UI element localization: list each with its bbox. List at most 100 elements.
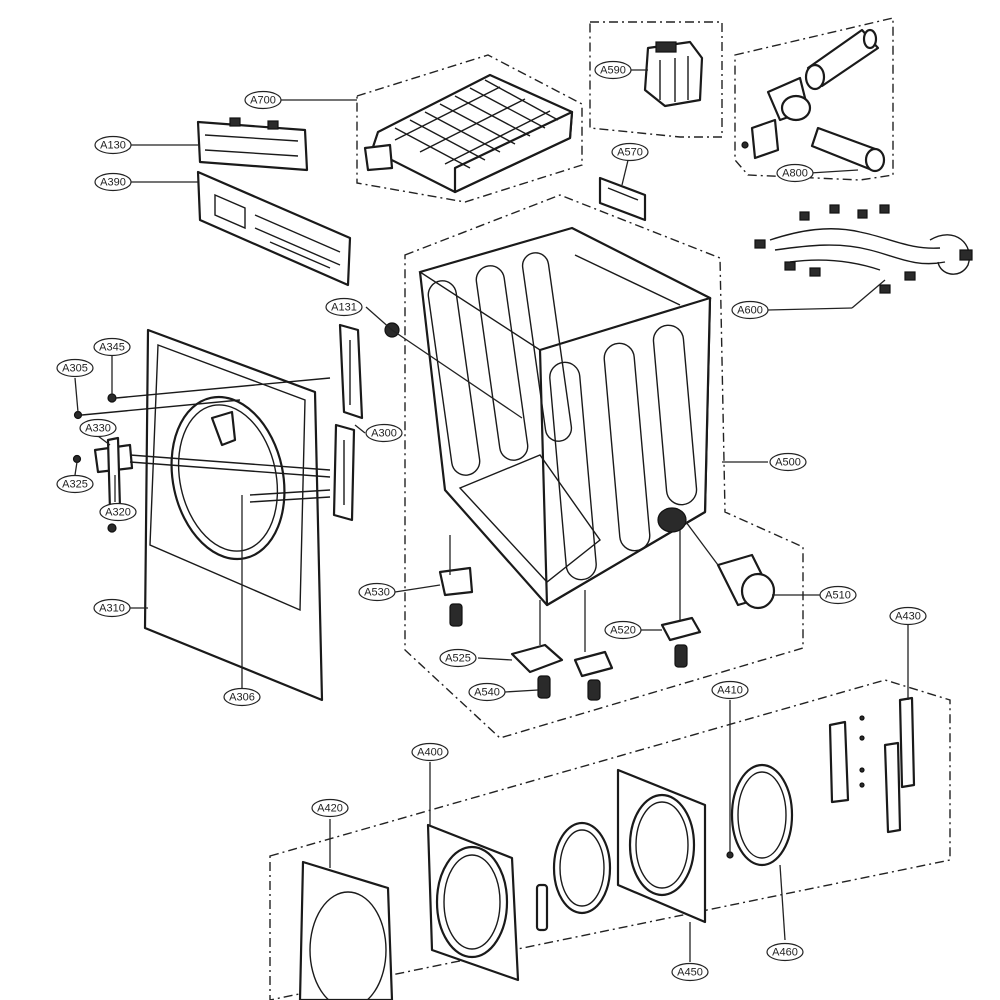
callout-a400: A400: [411, 742, 449, 762]
callout-a510: A510: [819, 585, 857, 605]
callout-a305a: A305: [56, 358, 94, 378]
callout-label: A590: [600, 65, 626, 77]
callout-label: A300: [371, 428, 397, 440]
callout-label: A130: [100, 140, 126, 152]
callout-label: A410: [717, 685, 743, 697]
callout-a520: A520: [604, 620, 642, 640]
part-a600-wire-harness: [754, 204, 973, 294]
callout-a430: A430: [889, 606, 927, 626]
callout-a345: A345: [93, 337, 131, 357]
callout-a300: A300: [365, 423, 403, 443]
callout-a525: A525: [439, 648, 477, 668]
leader-lines: [74, 69, 909, 962]
part-a300-side-strip: [332, 323, 364, 522]
part-a460-gasket: [730, 763, 794, 867]
part-a530-foot-bracket: [438, 566, 474, 627]
callout-bubble: [611, 142, 649, 162]
callout-label: A325: [62, 479, 88, 491]
callout-bubble: [94, 135, 132, 155]
callout-a306: A306: [223, 687, 261, 707]
callout-label: A430: [895, 611, 921, 623]
callout-a330: A330: [79, 418, 117, 438]
callout-label: A330: [85, 423, 111, 435]
callout-bubble: [56, 358, 94, 378]
callout-bubble: [766, 942, 804, 962]
callout-a460: A460: [766, 942, 804, 962]
callout-label: A600: [737, 305, 763, 317]
part-a510-vent: [716, 553, 776, 610]
part-a330-hinge: [93, 436, 331, 512]
group-outline-a500: [404, 194, 804, 739]
callout-a325: A325: [56, 474, 94, 494]
callout-label: A390: [100, 177, 126, 189]
callout-label: A500: [775, 457, 801, 469]
callout-bubble: [776, 163, 814, 183]
callout-label: A700: [250, 95, 276, 107]
callout-a450: A450: [671, 962, 709, 982]
group-outline-a400: [269, 679, 951, 1000]
callout-a131: A131: [325, 297, 363, 317]
callout-a600: A600: [731, 300, 769, 320]
callout-label: A320: [105, 507, 131, 519]
callout-label: A530: [364, 587, 390, 599]
callout-a700: A700: [244, 90, 282, 110]
callout-label: A460: [772, 947, 798, 959]
callout-a320: A320: [99, 502, 137, 522]
callout-bubble: [93, 598, 131, 618]
callout-bubble: [731, 300, 769, 320]
callout-a540: A540: [468, 682, 506, 702]
callout-bubble: [819, 585, 857, 605]
callout-label: A400: [417, 747, 443, 759]
callout-a390: A390: [94, 172, 132, 192]
callout-label: A510: [825, 590, 851, 602]
callout-bubble: [223, 687, 261, 707]
part-a540-leveling-leg: [537, 650, 614, 701]
callout-label: A570: [617, 147, 643, 159]
callout-bubble: [94, 172, 132, 192]
callout-a590: A590: [594, 60, 632, 80]
callout-a500: A500: [769, 452, 807, 472]
callout-bubble: [79, 418, 117, 438]
callout-bubble: [604, 620, 642, 640]
callout-a800: A800: [776, 163, 814, 183]
part-a800-exhaust-duct: [741, 28, 886, 173]
callout-bubble: [99, 502, 137, 522]
callout-label: A450: [677, 967, 703, 979]
callout-a530: A530: [358, 582, 396, 602]
part-a310-front-panel: [143, 328, 324, 702]
callout-a420: A420: [311, 798, 349, 818]
part-a130-pcb-bracket: [196, 117, 309, 172]
part-a410-pin: [726, 851, 734, 859]
callout-bubble: [311, 798, 349, 818]
callout-bubble: [325, 297, 363, 317]
part-a400-door-frame: [426, 823, 520, 982]
part-a520-foot-bracket: [660, 616, 702, 668]
callout-bubble: [468, 682, 506, 702]
callout-a130: A130: [94, 135, 132, 155]
callout-a310: A310: [93, 598, 131, 618]
callout-bubble: [889, 606, 927, 626]
callout-label: A345: [99, 342, 125, 354]
callout-label: A310: [99, 603, 125, 615]
callout-label: A520: [610, 625, 636, 637]
callout-label: A525: [445, 653, 471, 665]
part-a420-door-outer: [298, 860, 394, 1000]
callout-label: A420: [317, 803, 343, 815]
callout-a410: A410: [711, 680, 749, 700]
callout-label: A540: [474, 687, 500, 699]
part-door-glass-ring: [535, 821, 612, 932]
part-a450-door-liner: [616, 768, 707, 924]
callout-label: A305: [62, 363, 88, 375]
callout-bubble: [711, 680, 749, 700]
callout-label: A800: [782, 168, 808, 180]
callout-bubble: [358, 582, 396, 602]
part-a590-duct: [643, 40, 704, 108]
part-a390-panel: [196, 170, 352, 287]
part-a700-filter-grille: [363, 73, 574, 194]
group-outline-a700: [356, 54, 583, 203]
callout-bubble: [769, 452, 807, 472]
callout-label: A306: [229, 692, 255, 704]
callout-label: A131: [331, 302, 357, 314]
